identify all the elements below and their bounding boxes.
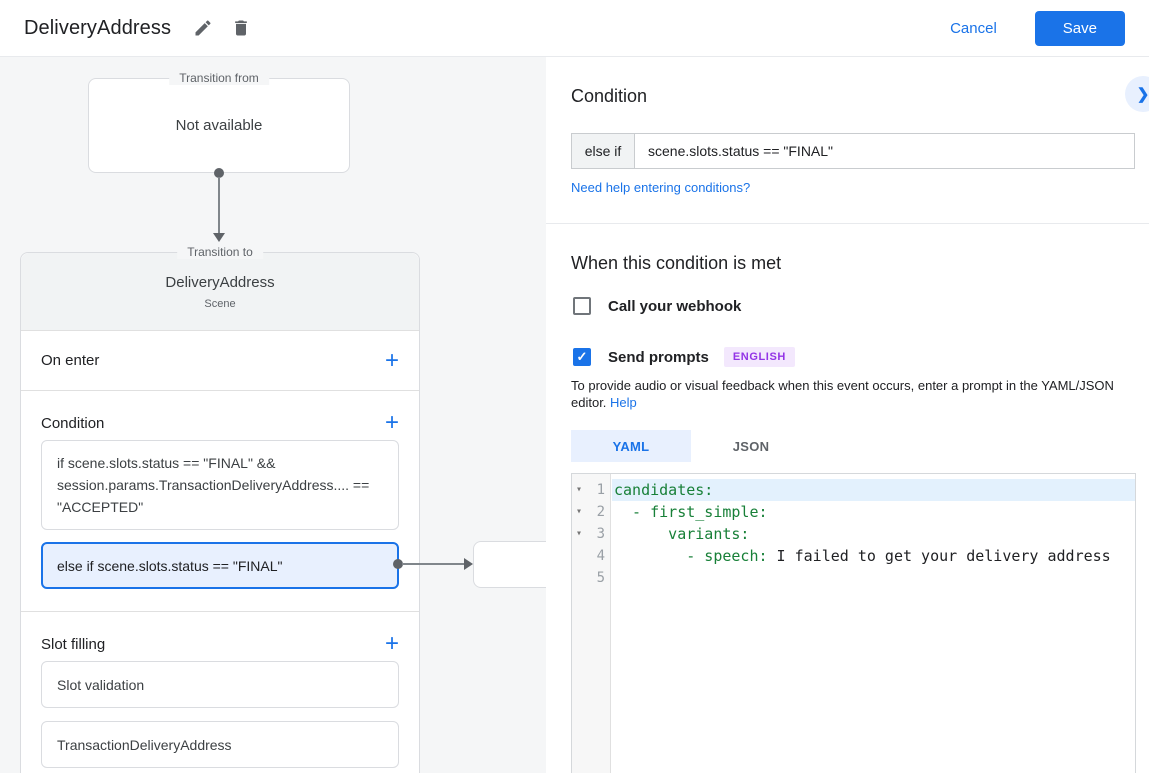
tab-yaml[interactable]: YAML bbox=[571, 430, 691, 462]
section-divider bbox=[546, 223, 1149, 224]
arrow-origin-dot bbox=[393, 559, 403, 569]
add-slot-button[interactable]: + bbox=[384, 630, 399, 657]
transition-from-label: Transition from bbox=[169, 71, 269, 85]
send-prompts-label: Send prompts bbox=[608, 348, 709, 366]
line-number: 5 bbox=[596, 570, 605, 586]
prompt-description: To provide audio or visual feedback when… bbox=[571, 377, 1133, 411]
yaml-value: I failed to get your delivery address bbox=[767, 547, 1111, 565]
condition-editor-panel: Condition ❯ else if Need help entering c… bbox=[546, 57, 1149, 773]
condition-section: Condition + if scene.slots.status == "FI… bbox=[21, 391, 419, 612]
editor-gutter bbox=[572, 474, 611, 773]
page-title: DeliveryAddress bbox=[24, 16, 172, 39]
active-line-highlight bbox=[612, 479, 1135, 501]
code-line[interactable]: 5 bbox=[572, 567, 1135, 589]
language-badge: ENGLISH bbox=[723, 347, 795, 367]
line-number: 3 bbox=[596, 526, 605, 542]
line-number: 2 bbox=[596, 504, 605, 520]
arrow-line bbox=[218, 177, 220, 234]
condition-met-heading: When this condition is met bbox=[571, 253, 782, 273]
delete-icon[interactable] bbox=[231, 18, 251, 38]
slot-item[interactable]: Slot validation bbox=[41, 661, 399, 708]
condition-help-link[interactable]: Need help entering conditions? bbox=[571, 180, 751, 195]
description-text: To provide audio or visual feedback when… bbox=[571, 378, 1114, 410]
condition-section-label: Condition bbox=[41, 414, 105, 432]
slot-filling-label: Slot filling bbox=[41, 635, 106, 653]
code-line[interactable]: ▾ 2 - first_simple: bbox=[572, 501, 1135, 523]
slot-filling-section: Slot filling + Slot validation Transacti… bbox=[21, 612, 419, 768]
tab-json[interactable]: JSON bbox=[732, 438, 770, 454]
on-enter-label: On enter bbox=[41, 352, 100, 369]
transition-target-node[interactable] bbox=[473, 541, 546, 588]
fold-toggle-icon[interactable]: ▾ bbox=[576, 506, 583, 517]
scene-type: Scene bbox=[204, 298, 236, 310]
yaml-key: candidates: bbox=[614, 481, 714, 499]
arrow-head-icon bbox=[213, 233, 225, 242]
scene-name: DeliveryAddress bbox=[165, 274, 275, 291]
yaml-key: - speech: bbox=[614, 547, 768, 565]
on-enter-section: On enter + bbox=[21, 331, 419, 391]
send-prompts-checkbox[interactable]: ✓ bbox=[573, 348, 591, 366]
webhook-checkbox[interactable] bbox=[573, 297, 591, 315]
condition-item[interactable]: if scene.slots.status == "FINAL" && sess… bbox=[41, 440, 399, 530]
yaml-key: - first_simple: bbox=[614, 503, 768, 521]
add-condition-button[interactable]: + bbox=[384, 409, 399, 436]
flow-diagram-panel: Transition from Not available Transition… bbox=[0, 57, 546, 773]
arrow-head-icon bbox=[464, 558, 473, 570]
slot-item[interactable]: TransactionDeliveryAddress bbox=[41, 721, 399, 768]
transition-to-label: Transition to bbox=[177, 245, 263, 259]
edit-icon[interactable] bbox=[193, 18, 213, 38]
webhook-label: Call your webhook bbox=[608, 297, 742, 315]
line-number: 4 bbox=[596, 548, 605, 564]
editor-format-tabs: YAML JSON bbox=[571, 430, 811, 462]
app-header: DeliveryAddress Cancel Save bbox=[0, 0, 1149, 57]
yaml-code-editor[interactable]: ▾ 1 candidates: ▾ 2 - first_simple: ▾ 3 … bbox=[571, 473, 1136, 773]
help-link[interactable]: Help bbox=[610, 395, 637, 410]
panel-title: Condition bbox=[571, 86, 648, 106]
condition-item-selected[interactable]: else if scene.slots.status == "FINAL" bbox=[41, 542, 399, 589]
code-line[interactable]: 4 - speech: I failed to get your deliver… bbox=[572, 545, 1135, 567]
checkmark-icon: ✓ bbox=[576, 349, 588, 364]
code-line[interactable]: ▾ 1 candidates: bbox=[572, 479, 1135, 501]
save-button[interactable]: Save bbox=[1034, 10, 1125, 46]
scene-card-header: DeliveryAddress Scene bbox=[21, 253, 419, 331]
line-number: 1 bbox=[596, 482, 605, 498]
arrow-origin-dot bbox=[214, 168, 224, 178]
condition-expression-row: else if bbox=[571, 133, 1135, 169]
fold-toggle-icon[interactable]: ▾ bbox=[576, 528, 583, 539]
yaml-key: variants: bbox=[614, 525, 750, 543]
webhook-option-row: Call your webhook bbox=[573, 297, 741, 315]
transition-from-node: Transition from Not available bbox=[88, 71, 350, 173]
fold-toggle-icon[interactable]: ▾ bbox=[576, 484, 583, 495]
chevron-right-icon: ❯ bbox=[1136, 86, 1149, 103]
cancel-button[interactable]: Cancel bbox=[950, 19, 997, 37]
transition-from-content: Not available bbox=[175, 117, 263, 134]
scene-card: Transition to DeliveryAddress Scene On e… bbox=[20, 245, 420, 773]
condition-expression-input[interactable] bbox=[634, 133, 1135, 169]
arrow-line bbox=[402, 563, 464, 565]
send-prompts-option-row: ✓ Send prompts ENGLISH bbox=[573, 347, 795, 367]
collapse-panel-button[interactable]: ❯ bbox=[1125, 76, 1149, 112]
condition-prefix-label: else if bbox=[571, 133, 634, 169]
add-on-enter-button[interactable]: + bbox=[384, 346, 399, 374]
code-line[interactable]: ▾ 3 variants: bbox=[572, 523, 1135, 545]
